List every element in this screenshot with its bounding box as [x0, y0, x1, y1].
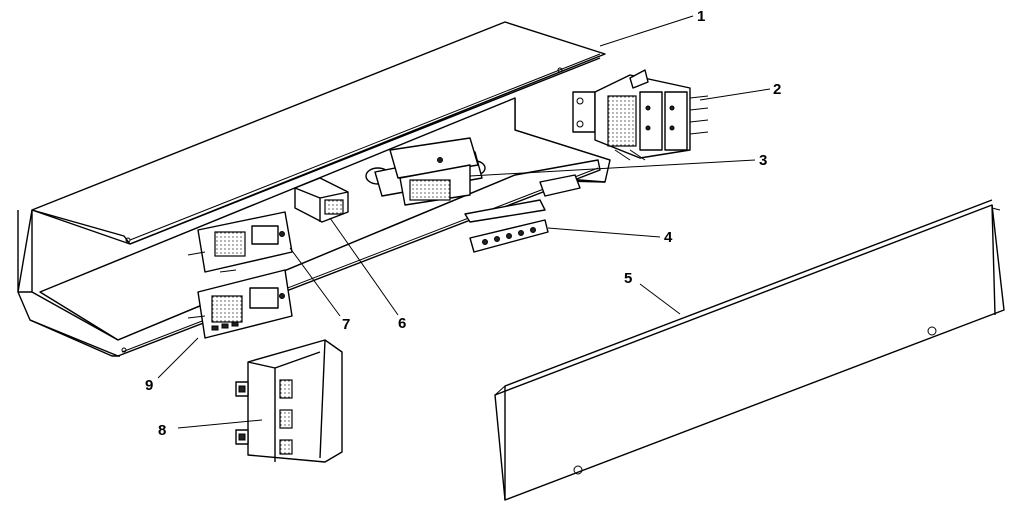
part-5-front-cover-panel: [494, 199, 1005, 501]
callout-5: 5: [624, 270, 632, 287]
callout-8: 8: [158, 422, 166, 439]
leader-3: [469, 159, 756, 177]
leader-4: [547, 227, 661, 238]
callout-9: 9: [145, 377, 153, 394]
leader-8: [177, 419, 263, 429]
leader-1: [599, 15, 694, 47]
part-3-transformer: [365, 137, 486, 206]
callout-labels: 1 2 3 4 5 6 7 8 9: [145, 8, 781, 439]
callout-3: 3: [759, 152, 767, 169]
leader-2: [699, 88, 771, 101]
part-8-terminal-block: [235, 339, 343, 463]
callout-6: 6: [398, 315, 406, 332]
part-2-relay-contactor: [572, 69, 709, 161]
leader-5: [639, 283, 681, 315]
callout-7: 7: [342, 316, 350, 333]
callout-1: 1: [697, 8, 705, 25]
leader-9: [157, 337, 199, 379]
part-6-small-relay: [294, 177, 349, 223]
leader-6: [329, 217, 399, 316]
callout-4: 4: [664, 229, 673, 246]
part-7-circuit-board: [187, 211, 293, 273]
leader-lines: [157, 15, 771, 429]
callout-2: 2: [773, 81, 781, 98]
part-4-terminal-board: [469, 219, 549, 253]
part-9-circuit-board: [187, 269, 293, 339]
leader-7: [289, 247, 341, 317]
